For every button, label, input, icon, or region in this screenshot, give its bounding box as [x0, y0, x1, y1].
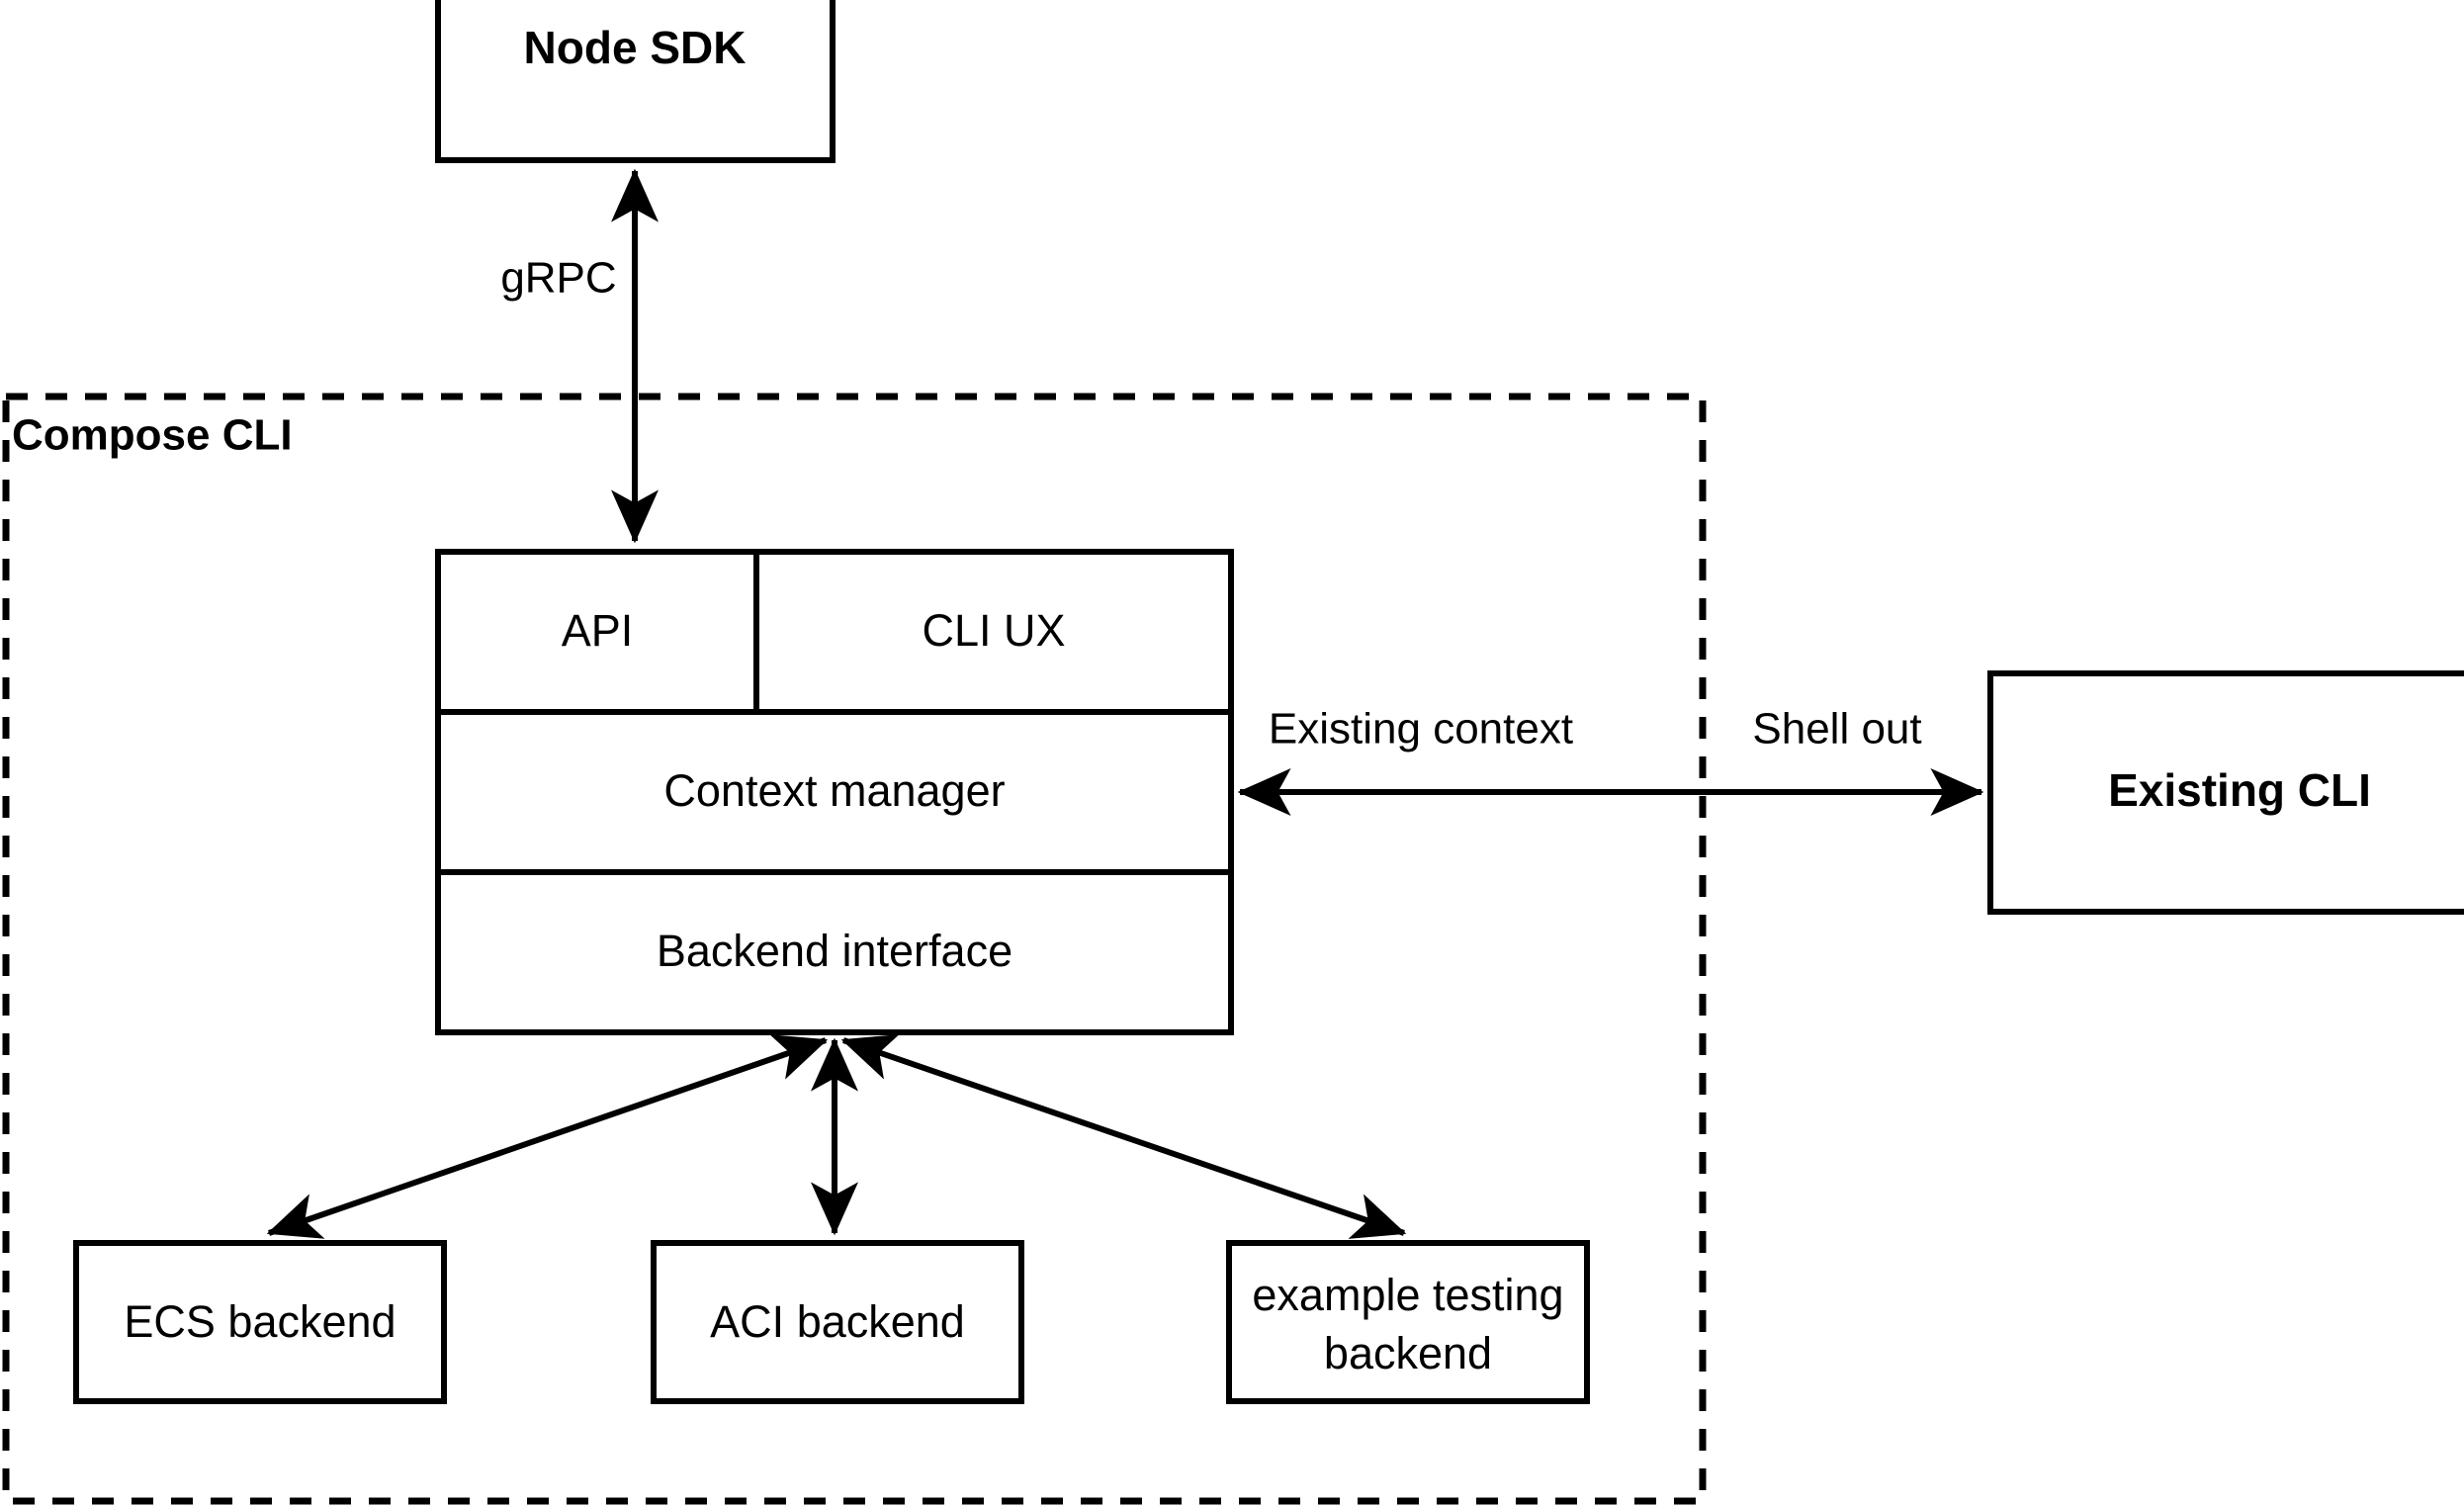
backend-fanout-edges — [266, 1034, 1407, 1239]
node-sdk-label: Node SDK — [524, 22, 747, 73]
backend-interface-label: Backend interface — [657, 926, 1012, 976]
existing-cli-edge: Existing context Shell out — [1237, 705, 1984, 816]
existing-context-edge-label: Existing context — [1269, 705, 1573, 754]
grpc-edge-label: gRPC — [500, 254, 616, 303]
aci-backend-rect — [651, 1240, 1024, 1404]
example-testing-backend-box[interactable]: example testing backend — [1226, 1240, 1590, 1404]
existing-cli-box[interactable]: Existing CLI — [1987, 670, 2464, 915]
cli-ux-cell[interactable]: CLI UX — [922, 605, 1065, 656]
compose-core-stack: API CLI UX Context manager Backend inter… — [435, 549, 1234, 1035]
existing-cli-rect — [1987, 670, 2464, 915]
shell-out-edge-label: Shell out — [1752, 705, 1921, 754]
aci-backend-box[interactable]: ACI backend — [651, 1240, 1024, 1404]
grpc-edge: gRPC — [500, 168, 659, 544]
compose-core-rect — [435, 549, 1234, 1035]
ecs-backend-label: ECS backend — [124, 1296, 396, 1347]
compose-cli-group: Compose CLI — [2, 393, 1707, 1505]
backend-interface-cell[interactable]: Backend interface — [657, 926, 1012, 976]
example-testing-backend-rect — [1226, 1240, 1590, 1404]
api-cell[interactable]: API — [562, 605, 634, 656]
context-manager-label: Context manager — [663, 765, 1005, 816]
existing-cli-label: Existing CLI — [2108, 764, 2371, 816]
cli-ux-label: CLI UX — [922, 605, 1065, 656]
example-testing-backend-label-line2: backend — [1324, 1328, 1492, 1378]
api-label: API — [562, 605, 634, 656]
backend-to-ecs-arrow — [266, 1034, 829, 1239]
aci-backend-label: ACI backend — [710, 1296, 965, 1347]
context-manager-cell[interactable]: Context manager — [663, 765, 1005, 816]
example-testing-backend-label-line1: example testing — [1252, 1270, 1563, 1320]
compose-cli-group-label: Compose CLI — [12, 411, 293, 460]
ecs-backend-rect — [73, 1240, 447, 1404]
ecs-backend-box[interactable]: ECS backend — [73, 1240, 447, 1404]
backend-to-example-arrow — [840, 1034, 1407, 1239]
node-sdk-box[interactable]: Node SDK — [435, 0, 836, 163]
node-sdk-rect — [435, 0, 836, 163]
compose-cli-dashed-border — [2, 393, 1707, 1505]
